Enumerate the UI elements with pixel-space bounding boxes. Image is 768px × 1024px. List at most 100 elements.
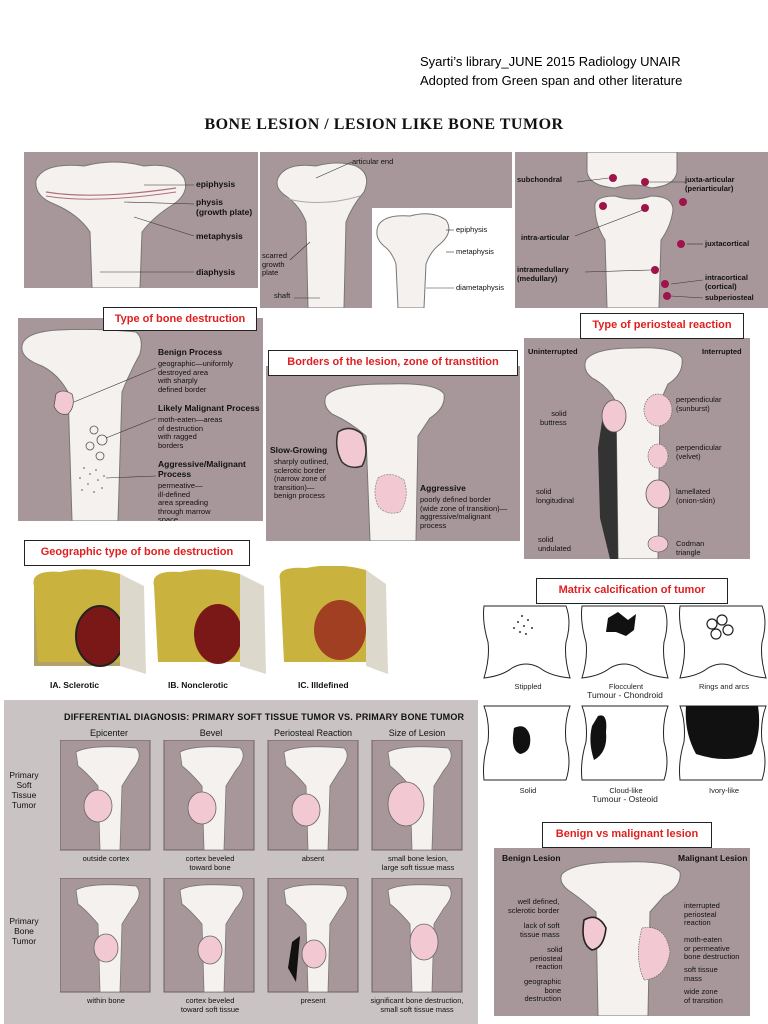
geographic-bone-2	[154, 569, 266, 674]
matrix-row-1-illustrations	[480, 602, 768, 682]
ddx-title: DIFFERENTIAL DIAGNOSIS: PRIMARY SOFT TIS…	[64, 712, 464, 722]
benign-process-title: Benign Process	[158, 348, 222, 358]
credit-line-2: Adopted from Green span and other litera…	[420, 71, 740, 90]
likely-malignant-title: Likely Malignant Process	[158, 404, 260, 414]
caption-sclerotic: IA. Sclerotic	[50, 680, 99, 690]
caption-outside-cortex: outside cortex	[60, 854, 152, 863]
label-onion-skin: lamellated (onion-skin)	[676, 488, 715, 505]
benign-lesion-header: Benign Lesion	[502, 854, 561, 864]
label-epiphysis: epiphysis	[196, 180, 235, 190]
periosteal-reaction-panel: Uninterrupted Interrupted solid buttress…	[524, 338, 750, 559]
caption-chondroid: Tumour - Chondroid	[560, 690, 690, 700]
ddx-row-2-illustrations	[60, 878, 470, 994]
label-solid-buttress: solid buttress	[540, 410, 567, 427]
ddx-row-1-illustrations	[60, 740, 470, 852]
benign-process-text: geographic—uniformly destroyed area with…	[158, 360, 233, 394]
borders-panel: Slow-Growing sharply outlined, sclerotic…	[266, 366, 520, 541]
label-lack-soft-tissue-mass: lack of soft tissue mass	[520, 922, 560, 939]
label-intramedullary: intramedullary (medullary)	[517, 266, 569, 283]
caption-solid: Solid	[500, 786, 556, 795]
matrix-solid	[484, 706, 571, 780]
aggressive-text: poorly defined border (wide zone of tran…	[420, 496, 507, 530]
label-juxta-articular: juxta-articular (periarticular)	[685, 176, 735, 193]
anatomy-panel-1: epiphysis physis (growth plate) metaphys…	[24, 152, 258, 288]
label-epiphysis-2: epiphysis	[456, 226, 487, 235]
slow-growing-text: sharply outlined, sclerotic border (narr…	[274, 458, 329, 501]
caption-within-bone: within bone	[60, 996, 152, 1005]
matrix-row-2-illustrations	[480, 702, 768, 784]
anatomy-panel-2: articular end scarred growth plate shaft…	[260, 152, 512, 308]
caption-absent: absent	[268, 854, 358, 863]
matrix-flocculent	[582, 606, 669, 678]
destruction-bone-illustration	[18, 318, 263, 521]
benign-malignant-panel: Benign Lesion Malignant Lesion well defi…	[494, 848, 750, 1016]
row-label-bone-tumor: Primary Bone Tumor	[4, 916, 44, 946]
uninterrupted-header: Uninterrupted	[528, 348, 578, 357]
label-diametaphysis: diametaphysis	[456, 284, 504, 293]
matrix-rings-arcs	[680, 606, 767, 678]
label-diaphysis: diaphysis	[196, 268, 235, 278]
caption-significant-bone-destruction: significant bone destruction, small soft…	[358, 996, 476, 1014]
geographic-bone-1	[34, 569, 146, 674]
caption-illdefined: IC. Illdefined	[298, 680, 349, 690]
label-geographic-destruction: geographic bone destruction	[524, 978, 561, 1004]
label-velvet: perpendicular (velvet)	[676, 444, 721, 461]
credit-block: Syarti’s library_JUNE 2015 Radiology UNA…	[420, 52, 740, 90]
aggressive-process-title: Aggressive/Malignant Process	[158, 460, 246, 479]
caption-ivory-like: Ivory-like	[688, 786, 760, 795]
label-solid-longitudinal: solid longitudinal	[536, 488, 574, 505]
page-title: BONE LESION / LESION LIKE BONE TUMOR	[0, 116, 768, 134]
matrix-cloud-like	[582, 706, 669, 780]
aggressive-title: Aggressive	[420, 484, 466, 494]
label-physis: physis (growth plate)	[196, 198, 252, 217]
label-solid-undulated: solid undulated	[538, 536, 571, 553]
caption-small-bone-lesion: small bone lesion, large soft tissue mas…	[364, 854, 472, 872]
label-intracortical: intracortical (cortical)	[705, 274, 748, 291]
aggressive-process-text: permeative— ill-defined area spreading t…	[158, 482, 211, 521]
caption-present: present	[268, 996, 358, 1005]
geographic-bone-3	[280, 566, 388, 674]
row-label-soft-tissue-tumor: Primary Soft Tissue Tumor	[4, 770, 44, 810]
label-metaphysis: metaphysis	[196, 232, 243, 242]
bone-destruction-panel: Benign Process geographic—uniformly dest…	[18, 318, 263, 521]
label-solid-periosteal: solid periosteal reaction	[530, 946, 563, 972]
credit-line-1: Syarti’s library_JUNE 2015 Radiology UNA…	[420, 52, 740, 71]
label-type-of-bone-destruction: Type of bone destruction	[103, 307, 257, 331]
label-scarred-growth-plate: scarred growth plate	[262, 252, 287, 278]
label-interrupted-periosteal: interrupted periosteal reaction	[684, 902, 720, 928]
col-header-epicenter: Epicenter	[64, 728, 154, 738]
label-subchondral: subchondral	[517, 176, 562, 185]
label-shaft: shaft	[274, 292, 290, 301]
differential-diagnosis-panel: DIFFERENTIAL DIAGNOSIS: PRIMARY SOFT TIS…	[4, 700, 478, 1024]
col-header-bevel: Bevel	[166, 728, 256, 738]
col-header-size-of-lesion: Size of Lesion	[372, 728, 462, 738]
label-well-defined-border: well defined, sclerotic border	[508, 898, 559, 915]
label-articular-end: articular end	[352, 158, 393, 167]
matrix-stippled	[484, 606, 571, 678]
geographic-bone-illustrations	[20, 566, 390, 678]
label-wide-zone-transition: wide zone of transition	[684, 988, 723, 1005]
label-type-of-periosteal-reaction: Type of periosteal reaction	[580, 313, 744, 339]
matrix-ivory-like	[680, 706, 767, 780]
caption-stippled: Stippled	[500, 682, 556, 691]
label-soft-tissue-mass: soft tissue mass	[684, 966, 718, 983]
slow-growing-title: Slow-Growing	[270, 446, 327, 456]
label-sunburst: perpendicular (sunburst)	[676, 396, 721, 413]
caption-nonclerotic: IB. Nonclerotic	[168, 680, 228, 690]
caption-cortex-beveled-toward-bone: cortex beveled toward bone	[162, 854, 258, 872]
caption-osteoid: Tumour - Osteoid	[560, 794, 690, 804]
caption-rings-arcs: Rings and arcs	[688, 682, 760, 691]
label-metaphysis-2: metaphysis	[456, 248, 494, 257]
label-benign-vs-malignant: Benign vs malignant lesion	[542, 822, 712, 848]
label-matrix-calcification: Matrix calcification of tumor	[536, 578, 728, 604]
label-codman-triangle: Codman triangle	[676, 540, 704, 557]
interrupted-header: Interrupted	[702, 348, 742, 357]
label-borders-of-the-lesion: Borders of the lesion, zone of transtiti…	[268, 350, 518, 376]
label-juxtacortical: juxtacortical	[705, 240, 749, 249]
malignant-lesion-header: Malignant Lesion	[678, 854, 747, 864]
label-subperiosteal: subperiosteal	[705, 294, 754, 303]
label-intra-articular: intra-articular	[521, 234, 569, 243]
label-geographic-type: Geographic type of bone destruction	[24, 540, 250, 566]
caption-cortex-beveled-toward-soft-tissue: cortex beveled toward soft tissue	[160, 996, 260, 1014]
col-header-periosteal-reaction: Periosteal Reaction	[268, 728, 358, 738]
